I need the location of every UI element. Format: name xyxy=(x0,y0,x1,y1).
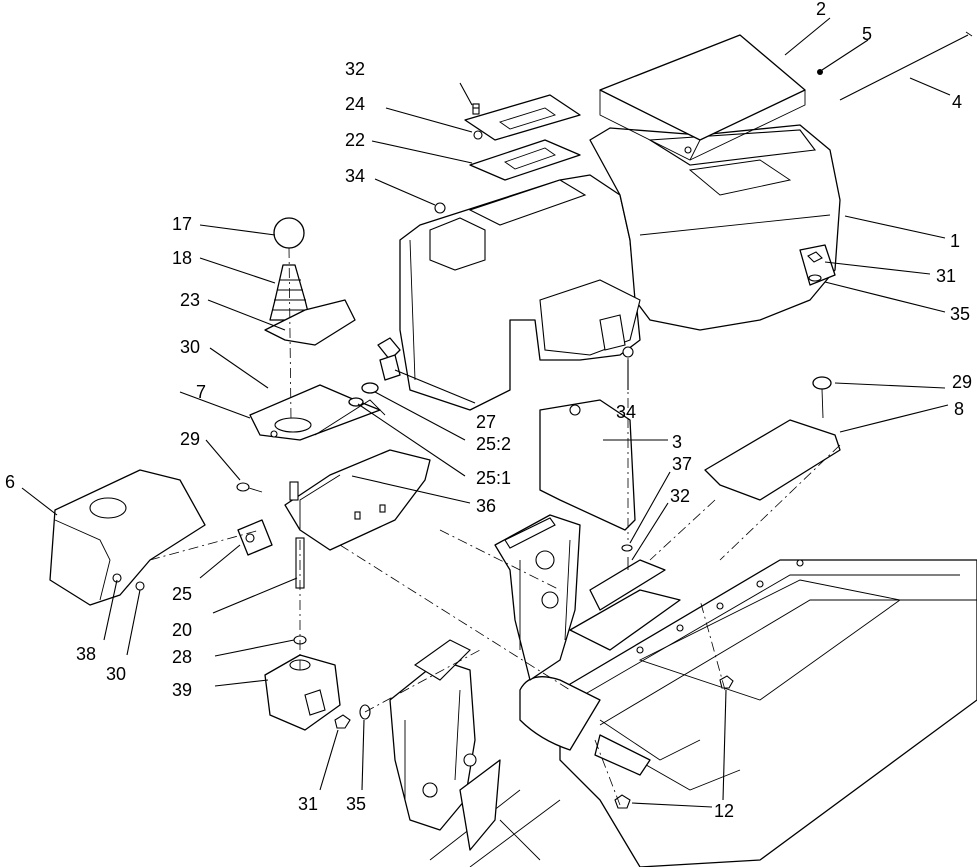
callout-29-left: 29 xyxy=(180,429,200,449)
shaft-assembly xyxy=(264,537,341,731)
knob-boot-assembly xyxy=(264,217,356,346)
connectors-25 xyxy=(237,382,379,556)
callout-2: 2 xyxy=(816,0,826,19)
callout-38: 38 xyxy=(76,644,96,664)
callout-4: 4 xyxy=(952,92,962,112)
callout-37: 37 xyxy=(672,454,692,474)
callout-36: 36 xyxy=(476,496,496,516)
callout-25: 25 xyxy=(172,584,192,604)
callout-6: 6 xyxy=(5,472,15,492)
nut xyxy=(817,69,823,75)
shift-plates xyxy=(464,94,581,181)
callout-39: 39 xyxy=(172,680,192,700)
bolt-32-upper xyxy=(472,103,480,109)
alignment-lines xyxy=(149,247,841,806)
callout-5: 5 xyxy=(862,24,872,44)
callout-29-right: 29 xyxy=(952,372,972,392)
callout-17: 17 xyxy=(172,214,192,234)
nut-34-lower xyxy=(622,346,634,358)
callout-25-1: 25:1 xyxy=(476,468,511,488)
callout-7: 7 xyxy=(196,382,206,402)
callout-3: 3 xyxy=(672,432,682,452)
callout-12: 12 xyxy=(714,801,734,821)
nut-12-lower xyxy=(614,794,631,809)
callout-8: 8 xyxy=(954,399,964,419)
callout-23: 23 xyxy=(180,290,200,310)
rod xyxy=(839,31,973,101)
mount-plate xyxy=(249,384,386,441)
control-plate xyxy=(704,376,841,501)
callout-labels: 2 5 4 1 31 35 29 8 32 24 22 34 17 18 23 … xyxy=(5,0,972,821)
callout-24: 24 xyxy=(345,94,365,114)
lower-bracket xyxy=(389,639,501,851)
fasteners-lower xyxy=(334,704,371,729)
callout-1: 1 xyxy=(950,231,960,251)
lower-housing xyxy=(284,449,431,551)
callout-18: 18 xyxy=(172,248,192,268)
callout-30-lower: 30 xyxy=(106,664,126,684)
switch-27 xyxy=(377,337,401,381)
callout-32-lower: 32 xyxy=(670,486,690,506)
callout-34-lower: 34 xyxy=(616,402,636,422)
mounting-bracket xyxy=(494,514,581,681)
callout-31-lower: 31 xyxy=(298,794,318,814)
callout-34-top: 34 xyxy=(345,166,365,186)
callout-35-lower: 35 xyxy=(346,794,366,814)
callout-28: 28 xyxy=(172,647,192,667)
callout-35-right: 35 xyxy=(950,304,970,324)
console-shroud xyxy=(399,124,841,411)
chassis-frame xyxy=(429,559,977,867)
callout-30-upper: 30 xyxy=(180,337,200,357)
callout-31-right: 31 xyxy=(936,266,956,286)
screw-29-left xyxy=(236,482,263,493)
callout-20: 20 xyxy=(172,620,192,640)
callout-25-2: 25:2 xyxy=(476,434,511,454)
cover-plate xyxy=(599,34,806,161)
fasteners-right xyxy=(799,244,836,286)
callout-27: 27 xyxy=(476,412,496,432)
callout-32-top: 32 xyxy=(345,59,365,79)
nut-34-upper xyxy=(434,202,446,214)
leader-lines xyxy=(21,17,951,808)
bolt-37-32-lower xyxy=(621,544,633,570)
side-panel xyxy=(539,399,636,531)
callout-22: 22 xyxy=(345,130,365,150)
